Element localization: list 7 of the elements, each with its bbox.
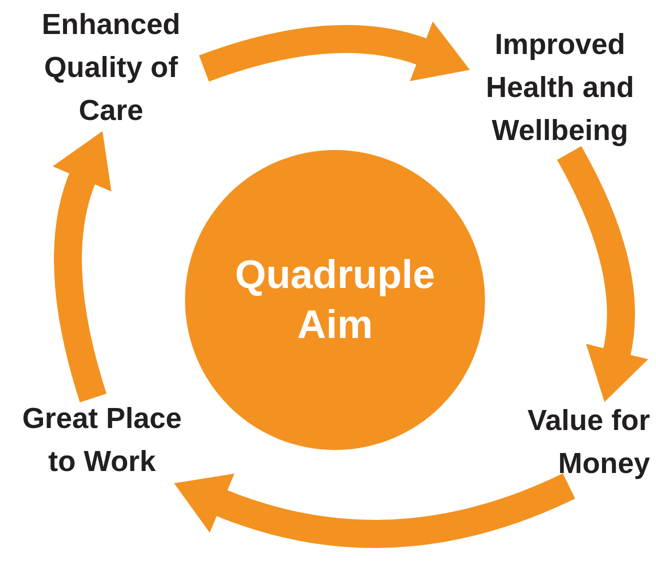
curved-arrow (199, 21, 471, 82)
curved-arrow (52, 130, 112, 402)
aim-label: Enhanced Quality of Care (18, 4, 204, 133)
aim-label: Improved Health and Wellbeing (468, 24, 652, 153)
curved-arrow (173, 473, 575, 548)
curved-arrow (556, 146, 648, 402)
center-circle: Quadruple Aim (185, 150, 485, 450)
